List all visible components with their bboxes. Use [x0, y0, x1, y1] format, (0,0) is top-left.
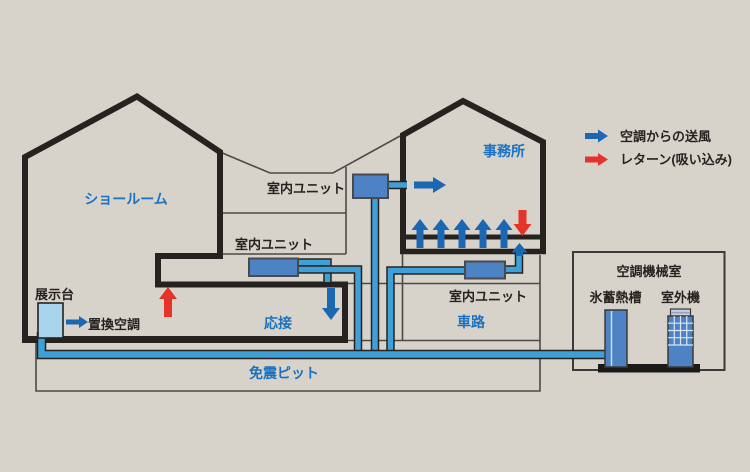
indoor-unit-reception-label: 室内ユニット: [235, 237, 313, 252]
equipment-base-pad: [598, 364, 700, 373]
driveway-unit-supply: [505, 252, 522, 273]
reception-walls: [155, 253, 348, 341]
legend-return-arrow-icon: [585, 153, 608, 166]
display-stand-label: 展示台: [35, 287, 74, 302]
indoor-unit-upper-label: 室内ユニット: [267, 181, 345, 196]
showroom-walls: [22, 93, 223, 341]
reception-return-up-arrow: [159, 287, 177, 317]
main-pit-pipe: [38, 332, 605, 358]
airflow-arrows: [66, 177, 532, 328]
driveway-indoor-unit-box: [464, 260, 506, 280]
seismic-pit-outline: [35, 255, 541, 392]
reception-indoor-unit-box: [248, 257, 299, 277]
reception-unit-riser: [298, 266, 361, 356]
office-walls: [400, 97, 546, 253]
seismic-pit-label: 免震ピット: [249, 365, 319, 381]
floor-supply-arrow-4: [474, 219, 492, 248]
ice-storage-tank-label: 氷蓄熱槽: [589, 290, 641, 305]
plenum-feed-up-arrow: [511, 243, 528, 256]
floor-supply-arrow-1: [411, 219, 429, 248]
office-supply-right-arrow: [414, 177, 446, 193]
legend-supply-arrow-icon: [585, 129, 608, 143]
outdoor-unit-label: 室外機: [661, 290, 700, 305]
displacement-supply-arrow: [66, 316, 88, 328]
central-indoor-unit-box: [352, 173, 389, 199]
outdoor-unit-coil-grid: [668, 316, 693, 346]
reception-supply-duct: [298, 259, 331, 282]
coil-grid-horizontal-lines: [668, 322, 693, 346]
equipment-labels: 室内ユニット 室内ユニット 室内ユニット 展示台 置換空調 氷蓄熱槽 室外機: [35, 181, 700, 332]
showroom-label: ショールーム: [84, 191, 168, 207]
machine-room-label: 空調機械室: [616, 264, 681, 279]
room-labels: ショールーム 事務所 応接 車路 免震ピット 空調機械室: [84, 143, 681, 381]
floor-supply-arrow-3: [453, 219, 471, 248]
driveway-label: 車路: [457, 314, 486, 330]
office-label: 事務所: [483, 143, 525, 159]
indoor-unit-driveway-label: 室内ユニット: [449, 289, 527, 304]
display-stand-box: [37, 302, 64, 339]
floor-supply-arrow-2: [432, 219, 450, 248]
ice-storage-tank-box: [604, 309, 628, 368]
legend-return-label: レターン(吸い込み): [620, 152, 732, 167]
floor-supply-arrow-5: [495, 219, 513, 248]
pipes: [36, 180, 605, 360]
displacement-ac-label: 置換空調: [88, 317, 140, 332]
reception-label: 応接: [264, 315, 292, 331]
driveway-unit-feed: [387, 267, 465, 356]
thin-structure-lines: [35, 135, 726, 392]
legend: 空調からの送風 レターン(吸い込み): [585, 129, 732, 167]
legend-supply-label: 空調からの送風: [620, 129, 711, 144]
office-return-down-arrow: [513, 210, 532, 236]
roof-valley-line: [219, 135, 401, 174]
reception-supply-down-arrow: [322, 288, 340, 320]
equipment-shapes: [37, 173, 700, 373]
